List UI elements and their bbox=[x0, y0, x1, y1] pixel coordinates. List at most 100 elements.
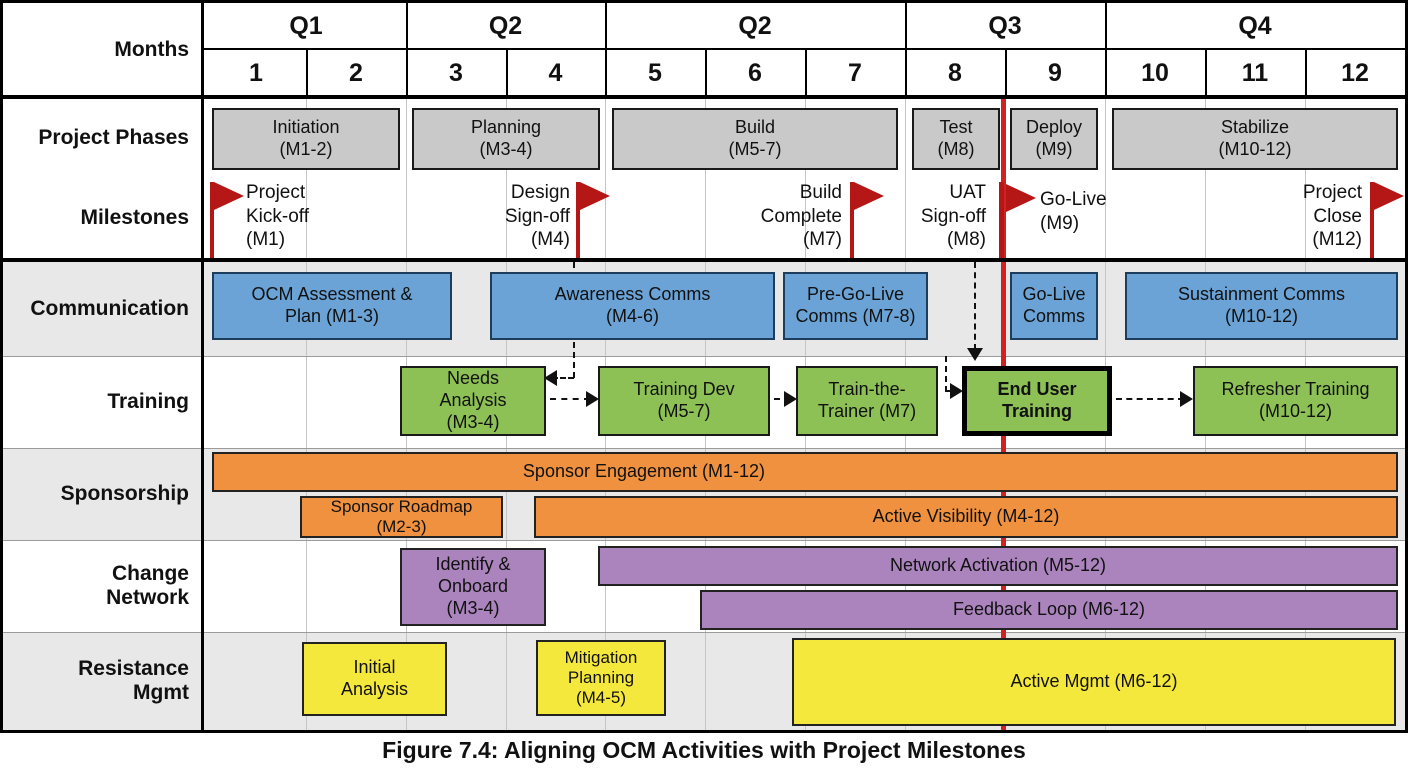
activity-bar-training-dev: Training Dev (M5-7) bbox=[598, 366, 770, 436]
activity-bar-sponsor-engagement: Sponsor Engagement (M1-12) bbox=[212, 452, 1398, 492]
quarter-cell-q2a: Q2 bbox=[488, 11, 523, 40]
activity-bar-sustainment-comms: Sustainment Comms (M10-12) bbox=[1125, 272, 1398, 340]
milestone-flag-icon bbox=[1006, 184, 1036, 212]
quarter-divider bbox=[605, 3, 607, 97]
quarter-cell-q4: Q4 bbox=[1238, 11, 1272, 40]
milestone-flag-icon bbox=[999, 182, 1004, 258]
label-column-divider bbox=[201, 0, 204, 733]
row-separator bbox=[3, 356, 1405, 357]
milestone-flag-icon bbox=[580, 182, 610, 210]
month-cell: 2 bbox=[349, 59, 363, 87]
phase-bar-deploy: Deploy (M9) bbox=[1010, 108, 1098, 170]
month-gridline bbox=[306, 99, 307, 730]
month-cell: 11 bbox=[1241, 59, 1269, 87]
month-divider bbox=[506, 50, 508, 97]
phase-bar-build: Build (M5-7) bbox=[612, 108, 898, 170]
month-cell: 5 bbox=[648, 59, 662, 87]
row-label-communication: Communication bbox=[30, 296, 189, 320]
row-separator bbox=[3, 632, 1405, 633]
month-cell: 6 bbox=[748, 59, 762, 87]
dashed-connector bbox=[1116, 398, 1184, 400]
milestone-label-build-complete: Build Complete (M7) bbox=[760, 182, 842, 251]
milestone-flag-icon bbox=[854, 182, 884, 210]
activity-bar-active-mgmt: Active Mgmt (M6-12) bbox=[792, 638, 1396, 726]
row-label-resistance: Resistance Mgmt bbox=[78, 656, 189, 704]
milestone-label-uat-signoff: UAT Sign-off (M8) bbox=[920, 182, 986, 251]
activity-bar-identify-onboard: Identify & Onboard (M3-4) bbox=[400, 548, 546, 626]
section-divider bbox=[0, 95, 1408, 99]
activity-bar-initial-analysis: Initial Analysis bbox=[302, 642, 447, 716]
quarter-cell-q2b: Q2 bbox=[738, 11, 772, 40]
month-divider bbox=[1005, 50, 1007, 97]
figure-caption: Figure 7.4: Aligning OCM Activities with… bbox=[382, 737, 1026, 763]
activity-bar-feedback-loop: Feedback Loop (M6-12) bbox=[700, 590, 1398, 630]
milestone-flag-icon bbox=[210, 182, 214, 258]
milestone-label-project-close: Project Close (M12) bbox=[1302, 182, 1362, 251]
arrowhead-icon bbox=[967, 348, 983, 361]
month-divider bbox=[805, 50, 807, 97]
milestone-flag-icon bbox=[576, 182, 580, 258]
activity-bar-train-the-trainer: Train-the- Trainer (M7) bbox=[796, 366, 938, 436]
activity-bar-pre-go-live-comms: Pre-Go-Live Comms (M7-8) bbox=[783, 272, 928, 340]
arrowhead-icon bbox=[950, 383, 963, 399]
arrowhead-icon bbox=[544, 370, 557, 386]
section-divider bbox=[0, 258, 1408, 262]
activity-bar-active-visibility: Active Visibility (M4-12) bbox=[534, 496, 1398, 538]
month-cell: 12 bbox=[1341, 59, 1369, 87]
activity-bar-end-user-training: End User Training bbox=[962, 366, 1112, 436]
milestone-flag-icon bbox=[1374, 182, 1404, 210]
arrowhead-icon bbox=[586, 391, 599, 407]
month-cell: 3 bbox=[449, 59, 463, 87]
row-label-milestones: Milestones bbox=[80, 205, 189, 229]
activity-bar-mitigation-planning: Mitigation Planning (M4-5) bbox=[536, 640, 666, 716]
month-divider bbox=[1205, 50, 1207, 97]
phase-bar-test: Test (M8) bbox=[912, 108, 1000, 170]
activity-bar-go-live-comms: Go-Live Comms bbox=[1010, 272, 1098, 340]
activity-bar-ocm-assessment: OCM Assessment & Plan (M1-3) bbox=[212, 272, 452, 340]
milestone-flag-icon bbox=[850, 182, 854, 258]
phase-bar-stabilize: Stabilize (M10-12) bbox=[1112, 108, 1398, 170]
quarter-divider bbox=[905, 3, 907, 97]
quarter-month-divider bbox=[203, 48, 1405, 50]
month-cell: 10 bbox=[1141, 59, 1169, 87]
month-cell: 4 bbox=[548, 59, 563, 87]
dashed-connector bbox=[945, 356, 947, 392]
month-divider bbox=[705, 50, 707, 97]
row-label-sponsorship: Sponsorship bbox=[60, 481, 189, 505]
months-header-label: Months bbox=[114, 37, 189, 61]
row-separator bbox=[3, 448, 1405, 449]
dashed-connector bbox=[774, 398, 790, 400]
arrowhead-icon bbox=[1180, 391, 1193, 407]
milestone-flag-icon bbox=[1370, 182, 1374, 258]
activity-bar-awareness-comms: Awareness Comms (M4-6) bbox=[490, 272, 775, 340]
activity-bar-sponsor-roadmap: Sponsor Roadmap (M2-3) bbox=[300, 496, 503, 538]
row-label-training: Training bbox=[107, 389, 189, 413]
quarter-divider bbox=[406, 3, 408, 97]
month-divider bbox=[306, 50, 308, 97]
month-cell: 7 bbox=[848, 59, 862, 87]
dashed-connector bbox=[550, 398, 590, 400]
activity-bar-network-activation: Network Activation (M5-12) bbox=[598, 546, 1398, 586]
activity-bar-label: Sponsor Engagement (M1-12) bbox=[522, 461, 766, 482]
month-cell: 1 bbox=[249, 59, 263, 87]
phase-bar-planning: Planning (M3-4) bbox=[412, 108, 600, 170]
dashed-connector bbox=[974, 262, 976, 350]
row-label-change-network: Change Network bbox=[106, 561, 189, 609]
milestone-label-go-live: Go-Live (M9) bbox=[1040, 189, 1107, 234]
activity-bar-refresher-training: Refresher Training (M10-12) bbox=[1193, 366, 1398, 436]
milestone-label-design-signoff: Design Sign-off (M4) bbox=[504, 182, 570, 251]
quarter-divider bbox=[1105, 3, 1107, 97]
phase-bar-initiation: Initiation (M1-2) bbox=[212, 108, 400, 170]
month-cell: 8 bbox=[948, 59, 962, 87]
quarter-cell-q3: Q3 bbox=[988, 11, 1022, 40]
milestone-flag-icon bbox=[214, 182, 244, 210]
month-cell: 9 bbox=[1048, 59, 1062, 87]
quarter-cell-q1: Q1 bbox=[289, 11, 323, 40]
dashed-connector bbox=[552, 377, 574, 379]
arrowhead-icon bbox=[784, 391, 797, 407]
row-separator bbox=[3, 540, 1405, 541]
milestone-label-kickoff: Project Kick-off (M1) bbox=[246, 182, 310, 251]
activity-bar-needs-analysis: Needs Analysis (M3-4) bbox=[400, 366, 546, 436]
month-divider bbox=[1305, 50, 1307, 97]
